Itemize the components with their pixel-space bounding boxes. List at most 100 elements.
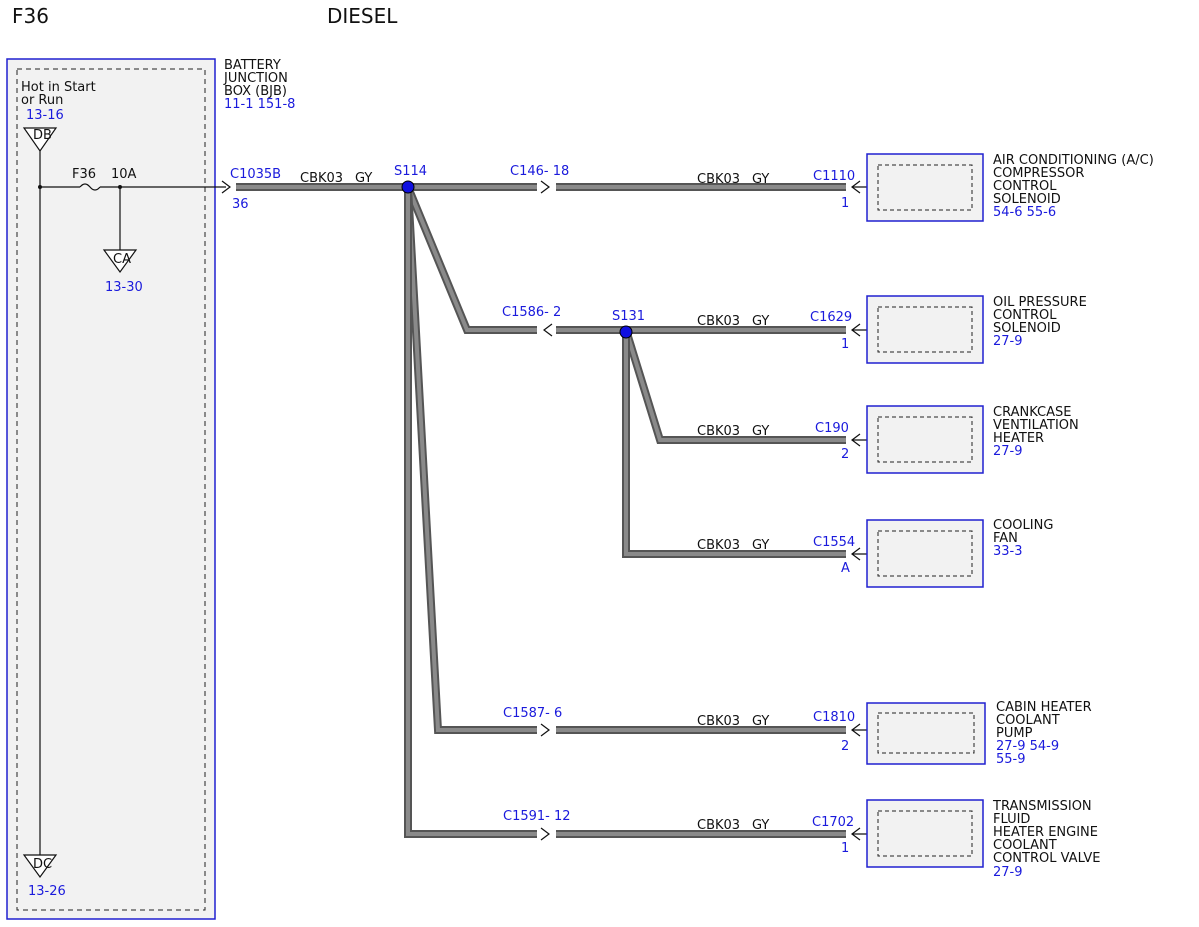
trans-pin: 1 xyxy=(841,841,849,856)
crank-circuit-code: CBK03 xyxy=(697,424,740,439)
oil-component-box[interactable] xyxy=(866,295,984,364)
cabin-name-1: CABIN HEATER xyxy=(996,700,1092,715)
inline-c146-label[interactable]: C146- 18 xyxy=(510,164,569,179)
trans-name-5: CONTROL VALVE xyxy=(993,851,1101,866)
crank-name-1: CRANKCASE xyxy=(993,405,1071,420)
component-ac[interactable]: C1110 1 AIR CONDITIONING (A/C) COMPRESSO… xyxy=(813,153,1154,222)
crank-component-box[interactable] xyxy=(866,405,984,474)
bjb-refs[interactable]: 11-1 151-8 xyxy=(224,97,295,112)
inline-c146-icon xyxy=(540,180,550,194)
fan-circuit-code: CBK03 xyxy=(697,538,740,553)
oil-name-3: SOLENOID xyxy=(993,321,1061,336)
hot-line-1: Hot in Start xyxy=(21,80,96,95)
fan-component-inner xyxy=(877,530,973,577)
fan-name-1: COOLING xyxy=(993,518,1053,533)
inline-c1586-icon xyxy=(543,323,553,337)
fuse-icon[interactable] xyxy=(79,183,101,191)
trans-component-box[interactable] xyxy=(866,799,984,868)
ac-name-1: AIR CONDITIONING (A/C) xyxy=(993,153,1154,168)
trans-name-4: COOLANT xyxy=(993,838,1057,853)
dc-ref[interactable]: 13-26 xyxy=(28,884,66,899)
oil-connector[interactable]: C1629 xyxy=(810,310,852,325)
cabin-circuit-color: GY xyxy=(752,714,769,729)
fan-connector[interactable]: C1554 xyxy=(813,535,855,550)
c1035b-pin: 36 xyxy=(232,197,249,212)
bjb-box[interactable] xyxy=(6,58,216,920)
dc-connector-icon xyxy=(22,854,58,879)
trans-refs[interactable]: 27-9 xyxy=(993,865,1023,880)
fan-component-box[interactable] xyxy=(866,519,984,588)
cabin-refs-2[interactable]: 55-9 xyxy=(996,752,1026,767)
splice-s131-label[interactable]: S131 xyxy=(612,309,645,324)
bjb-label-3: BOX (BJB) xyxy=(224,84,287,99)
crank-connector[interactable]: C190 xyxy=(815,421,849,436)
bus-junction-dot xyxy=(38,185,42,189)
trans-name-1: TRANSMISSION xyxy=(992,799,1092,814)
dc-label: DC xyxy=(33,857,52,872)
hot-ref[interactable]: 13-16 xyxy=(26,108,64,123)
ac-connector[interactable]: C1110 xyxy=(813,169,855,184)
ac-circuit-color: GY xyxy=(752,172,769,187)
crank-refs[interactable]: 27-9 xyxy=(993,444,1023,459)
splice-s114[interactable] xyxy=(401,180,415,194)
component-cabin[interactable]: C1810 2 CABIN HEATER COOLANT PUMP 27-9 5… xyxy=(813,700,1092,767)
c1035b-label[interactable]: C1035B xyxy=(230,167,281,182)
db-connector-icon xyxy=(22,127,58,153)
trans-connector[interactable]: C1702 xyxy=(812,815,854,830)
ca-connector-icon xyxy=(102,249,138,274)
feed-circuit-color: GY xyxy=(355,171,372,186)
trans-name-2: FLUID xyxy=(993,812,1030,827)
crank-name-3: HEATER xyxy=(993,431,1044,446)
ac-name-3: CONTROL xyxy=(993,179,1057,194)
crank-name-2: VENTILATION xyxy=(993,418,1079,433)
inline-c1586-label[interactable]: C1586- 2 xyxy=(502,305,561,320)
oil-circuit-color: GY xyxy=(752,314,769,329)
cabin-pin: 2 xyxy=(841,739,849,754)
hot-line-2: or Run xyxy=(21,93,63,108)
bjb-inner-dashed xyxy=(16,68,206,911)
ac-refs[interactable]: 54-6 55-6 xyxy=(993,205,1056,220)
fan-name-2: FAN xyxy=(993,531,1018,546)
fuse-name: F36 xyxy=(72,167,96,182)
oil-name-2: CONTROL xyxy=(993,308,1057,323)
cabin-connector[interactable]: C1810 xyxy=(813,710,855,725)
ca-label: CA xyxy=(113,252,131,267)
component-crank[interactable]: C190 2 CRANKCASE VENTILATION HEATER 27-9 xyxy=(815,405,1079,474)
fan-pin: A xyxy=(841,561,850,576)
fan-refs[interactable]: 33-3 xyxy=(993,544,1023,559)
trans-name-3: HEATER ENGINE xyxy=(993,825,1098,840)
splice-s114-label[interactable]: S114 xyxy=(394,164,427,179)
feed-circuit-code: CBK03 xyxy=(300,171,343,186)
cabin-refs[interactable]: 27-9 54-9 xyxy=(996,739,1059,754)
component-trans[interactable]: C1702 1 TRANSMISSION FLUID HEATER ENGINE… xyxy=(812,799,1101,880)
oil-refs[interactable]: 27-9 xyxy=(993,334,1023,349)
cabin-name-3: PUMP xyxy=(996,726,1033,741)
cabin-component-box[interactable] xyxy=(866,702,986,765)
ac-pin: 1 xyxy=(841,196,849,211)
ac-name-4: SOLENOID xyxy=(993,192,1061,207)
ac-component-inner xyxy=(877,164,973,211)
inline-c1591-label[interactable]: C1591- 12 xyxy=(503,809,571,824)
variant-title: DIESEL xyxy=(327,4,398,28)
inline-c1587-label[interactable]: C1587- 6 xyxy=(503,706,562,721)
ac-circuit-code: CBK03 xyxy=(697,172,740,187)
bjb-label-1: BATTERY xyxy=(224,58,281,73)
component-fan[interactable]: C1554 A COOLING FAN 33-3 xyxy=(813,518,1053,588)
inline-c1591-icon xyxy=(540,827,550,841)
ac-name-2: COMPRESSOR xyxy=(993,166,1084,181)
oil-component-inner xyxy=(877,306,973,353)
oil-pin: 1 xyxy=(841,337,849,352)
component-oil[interactable]: C1629 1 OIL PRESSURE CONTROL SOLENOID 27… xyxy=(810,295,1087,364)
oil-circuit-code: CBK03 xyxy=(697,314,740,329)
inline-c1587-icon xyxy=(540,723,550,737)
wire-group xyxy=(236,183,846,838)
splice-s131[interactable] xyxy=(619,325,633,339)
ca-ref[interactable]: 13-30 xyxy=(105,280,143,295)
crank-pin: 2 xyxy=(841,447,849,462)
ac-component-box[interactable] xyxy=(866,153,984,222)
trans-circuit-color: GY xyxy=(752,818,769,833)
cabin-name-2: COOLANT xyxy=(996,713,1060,728)
cabin-component-inner xyxy=(877,712,975,754)
fan-circuit-color: GY xyxy=(752,538,769,553)
